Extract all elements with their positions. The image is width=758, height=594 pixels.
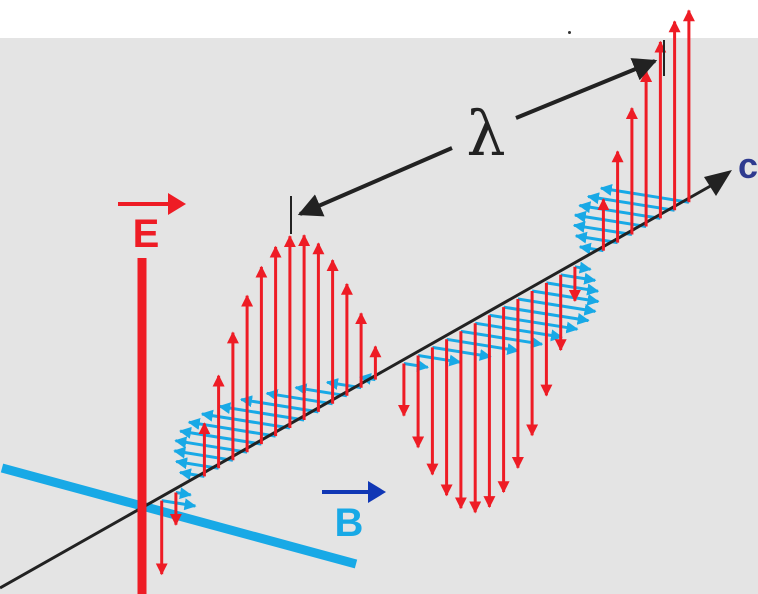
electric-field-vectors: [155, 9, 695, 576]
propagation-arrowhead: [704, 170, 732, 196]
b-field-vector: [531, 289, 600, 306]
b-field-vector: [573, 210, 647, 228]
b-field-vector: [417, 354, 462, 367]
wavelength-label: λ: [466, 97, 505, 170]
top-margin: [0, 0, 758, 38]
e-field-label: E: [133, 212, 160, 256]
b-field-label: B: [335, 501, 364, 545]
b-field-vector: [560, 272, 597, 285]
wave-speed-label: c: [738, 145, 758, 186]
b-field-vector: [446, 337, 520, 356]
b-field-vector: [403, 359, 429, 372]
b-field-vector: [265, 389, 333, 406]
b-field-vector: [546, 281, 600, 296]
e-vector-arrowhead: [168, 193, 186, 215]
b-field-vector: [175, 487, 192, 500]
wavelength-line-left: [297, 146, 453, 217]
b-field-vector: [161, 498, 197, 511]
b-vector-arrowhead: [368, 481, 386, 503]
stray-dot: [568, 31, 571, 34]
b-field-vector: [174, 436, 248, 454]
propagation-axis: [0, 182, 715, 590]
b-field-vector: [574, 261, 592, 274]
wavelength-line-right: [515, 58, 658, 120]
diagram-background: [0, 38, 758, 594]
